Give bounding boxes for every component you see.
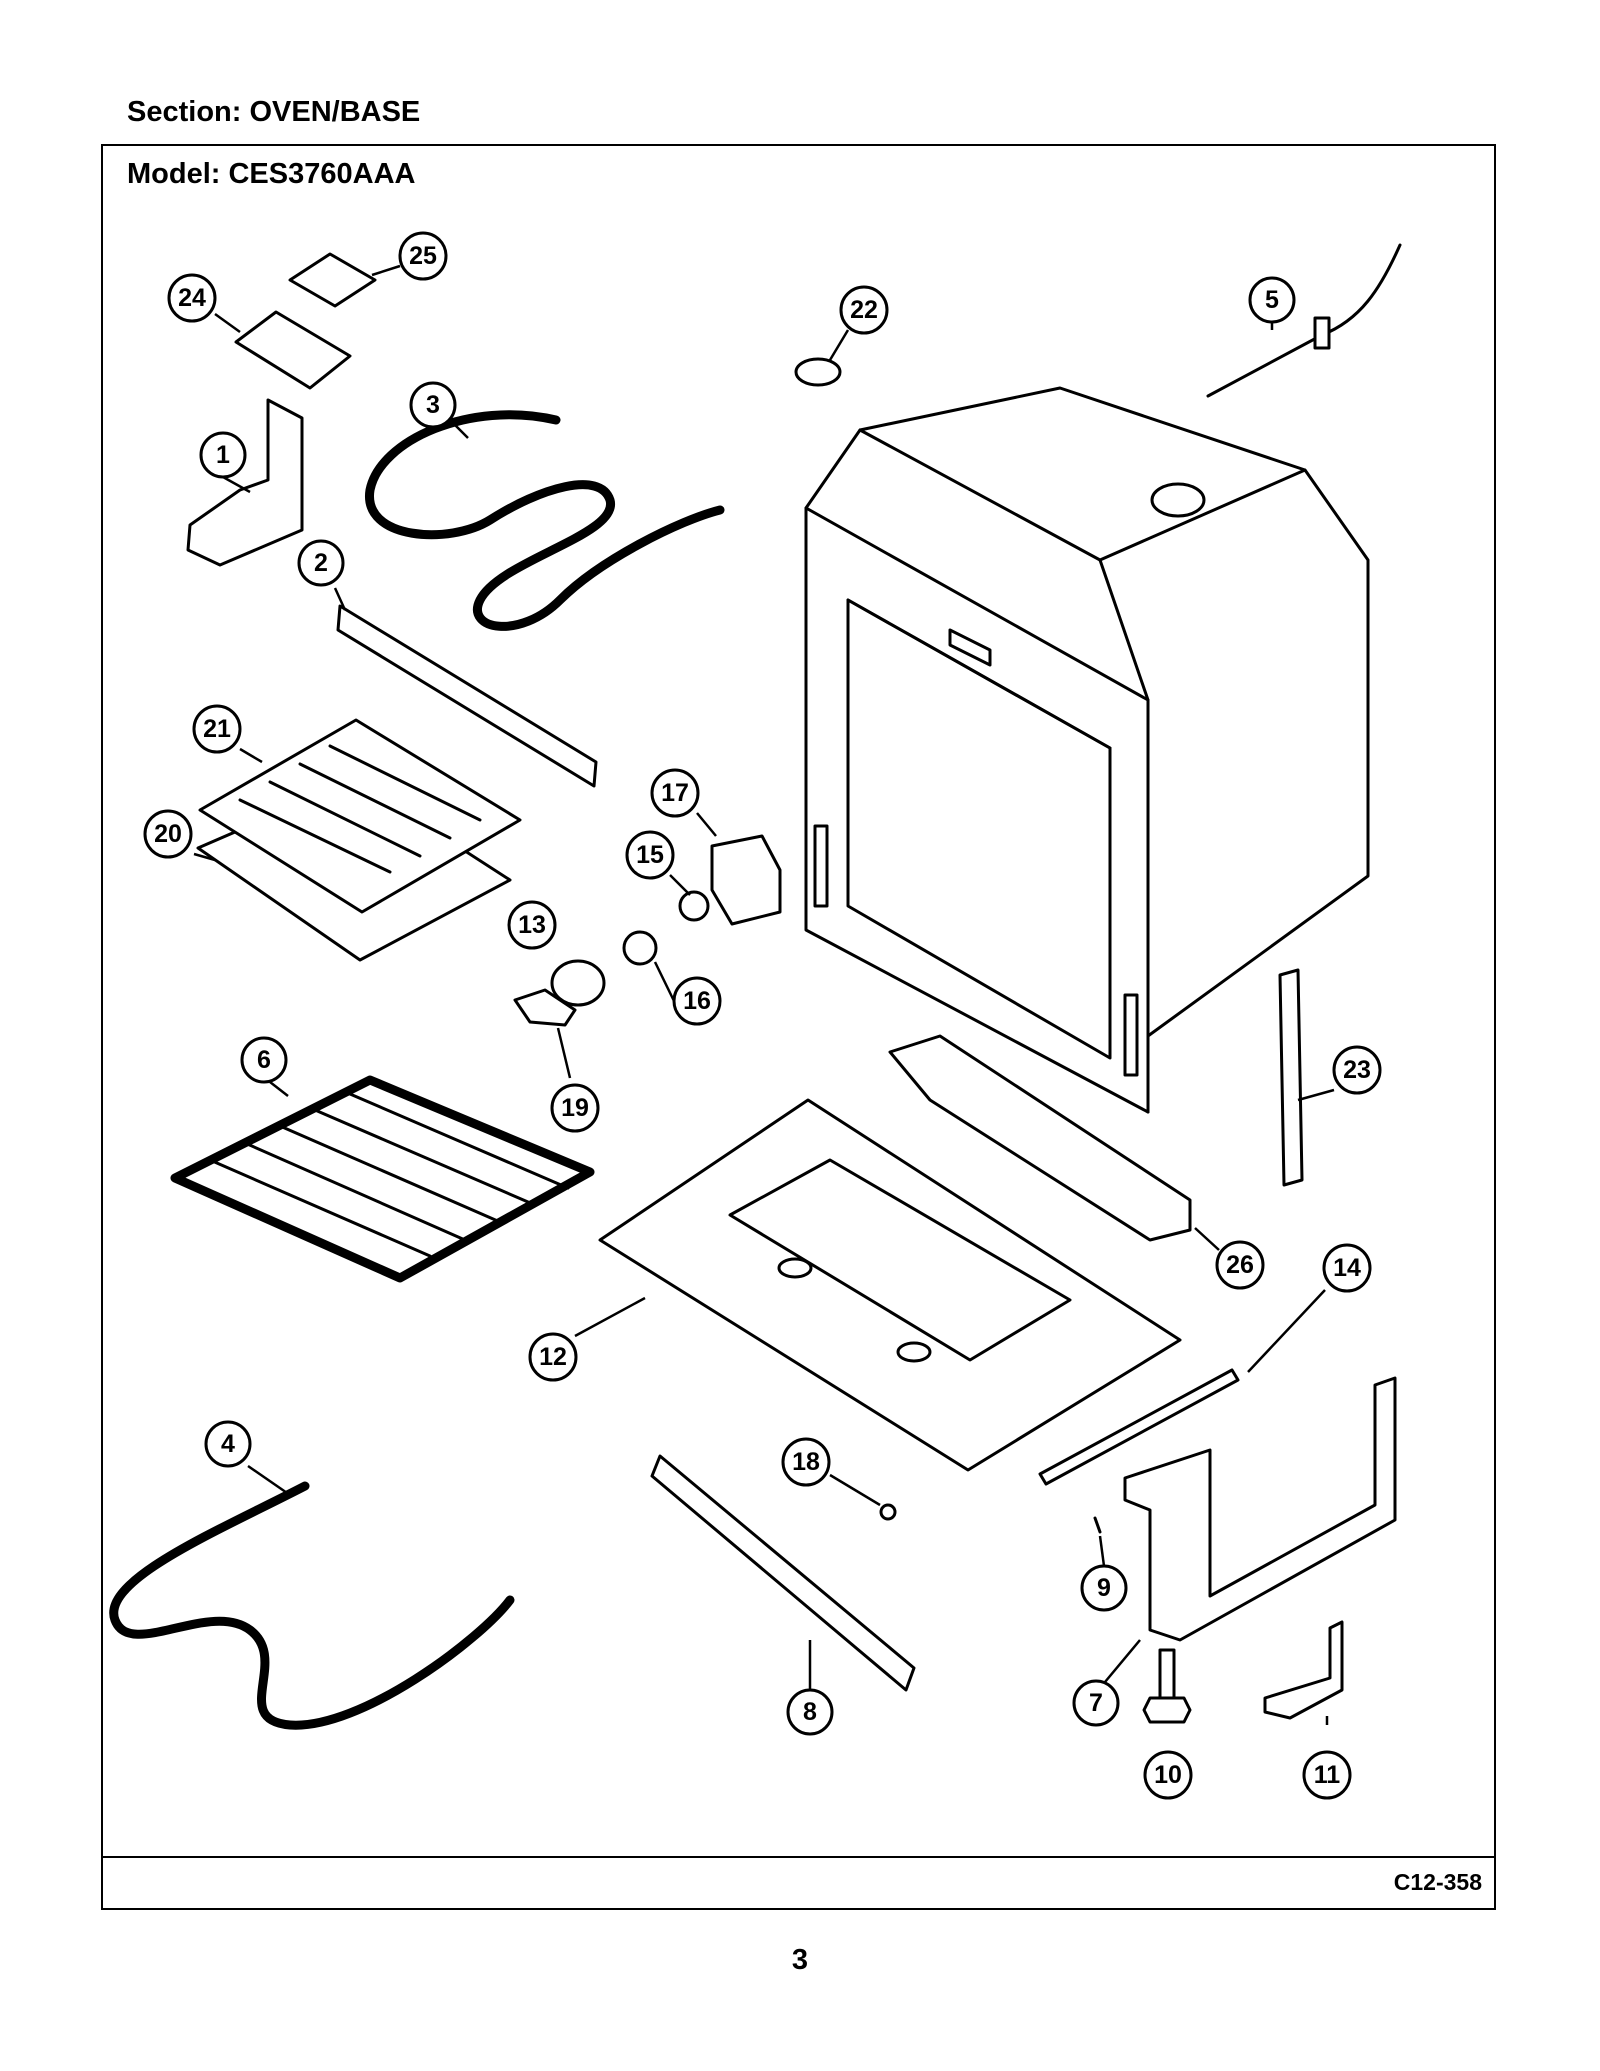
callout-9: 9 [1080, 1564, 1128, 1612]
oven-cavity [804, 386, 1370, 1114]
callout-label: 16 [683, 987, 711, 1015]
part-13-light-lens [550, 959, 606, 1007]
callout-label: 1 [216, 441, 230, 469]
callout-10: 10 [1143, 1750, 1193, 1800]
part-26-rail [888, 1034, 1192, 1242]
callout-16: 16 [672, 976, 722, 1026]
callout-18: 18 [781, 1437, 831, 1487]
callout-label: 11 [1314, 1761, 1341, 1789]
callout-7: 7 [1072, 1679, 1120, 1727]
part-8-vent-panel [650, 1454, 916, 1692]
callout-23: 23 [1332, 1045, 1382, 1095]
callout-26: 26 [1215, 1240, 1265, 1290]
part-21-broil-insert [198, 718, 522, 914]
callout-2: 2 [297, 539, 345, 587]
diagram-frame: Model: CES3760AAA C12-358 [101, 144, 1496, 1910]
callout-label: 13 [518, 911, 546, 939]
footer-divider [103, 1856, 1494, 1858]
callout-label: 6 [257, 1046, 271, 1074]
callout-label: 26 [1226, 1251, 1254, 1279]
callout-label: 4 [221, 1430, 235, 1458]
callout-label: 2 [314, 549, 328, 577]
callout-label: 9 [1097, 1574, 1111, 1602]
part-10-leveling-leg [1142, 1648, 1192, 1724]
part-2-bracket [336, 604, 598, 788]
part-25-window-gasket [288, 252, 377, 308]
callout-5: 5 [1248, 276, 1296, 324]
part-12-oven-bottom [598, 1098, 1182, 1472]
callout-24: 24 [167, 273, 217, 323]
callout-label: 12 [539, 1343, 567, 1371]
part-19-gasket [513, 988, 577, 1027]
part-14-strip [1038, 1368, 1240, 1486]
part-1-duct [186, 398, 304, 567]
callout-label: 23 [1343, 1056, 1371, 1084]
callout-20: 20 [143, 809, 193, 859]
part-5-sensor [1206, 243, 1402, 398]
callout-22: 22 [839, 285, 889, 335]
part-22-cap [794, 357, 842, 387]
part-18-nut [879, 1503, 897, 1521]
part-9-screw [1093, 1516, 1102, 1534]
callout-label: 19 [561, 1094, 589, 1122]
callout-label: 7 [1089, 1689, 1103, 1717]
callout-14: 14 [1322, 1243, 1372, 1293]
callout-label: 24 [178, 284, 206, 312]
callout-3: 3 [409, 381, 457, 429]
page-number: 3 [791, 1944, 809, 1976]
callout-label: 18 [792, 1448, 820, 1476]
callout-8: 8 [786, 1688, 834, 1736]
callout-label: 14 [1333, 1254, 1361, 1282]
callout-label: 22 [850, 296, 878, 324]
part-15-socket [678, 890, 710, 922]
callout-label: 8 [803, 1698, 817, 1726]
diagram-code: C12-358 [1393, 1869, 1482, 1895]
callout-1: 1 [199, 431, 247, 479]
callout-label: 20 [154, 820, 182, 848]
part-17-light-housing [710, 834, 782, 926]
part-24-trim-frame [234, 310, 352, 390]
callout-label: 25 [409, 242, 437, 270]
section-title: Section: OVEN/BASE [127, 96, 421, 128]
callout-25: 25 [398, 231, 448, 281]
part-4-bake-element [109, 1481, 515, 1730]
callout-label: 3 [426, 391, 440, 419]
callout-label: 5 [1265, 286, 1279, 314]
callout-17: 17 [650, 768, 700, 818]
callout-21: 21 [192, 704, 242, 754]
part-3-broil-element [365, 410, 725, 631]
part-7-bracket [1123, 1376, 1397, 1642]
callout-6: 6 [240, 1036, 288, 1084]
callout-15: 15 [625, 830, 675, 880]
callout-label: 21 [203, 715, 231, 743]
callout-13: 13 [507, 900, 557, 950]
callout-label: 17 [661, 779, 689, 807]
callout-11: 11 [1302, 1750, 1352, 1800]
callout-12: 12 [528, 1332, 578, 1382]
callout-label: 15 [636, 841, 664, 869]
part-16-bulb [622, 930, 658, 966]
callout-label: 10 [1154, 1761, 1182, 1789]
callout-19: 19 [550, 1083, 600, 1133]
part-11-anti-tip-bracket [1263, 1620, 1344, 1720]
part-23-channel [1278, 968, 1304, 1187]
leader-lines [193, 264, 1335, 1725]
callout-4: 4 [204, 1420, 252, 1468]
model-title: Model: CES3760AAA [127, 158, 416, 190]
part-6-oven-rack [170, 1075, 595, 1283]
